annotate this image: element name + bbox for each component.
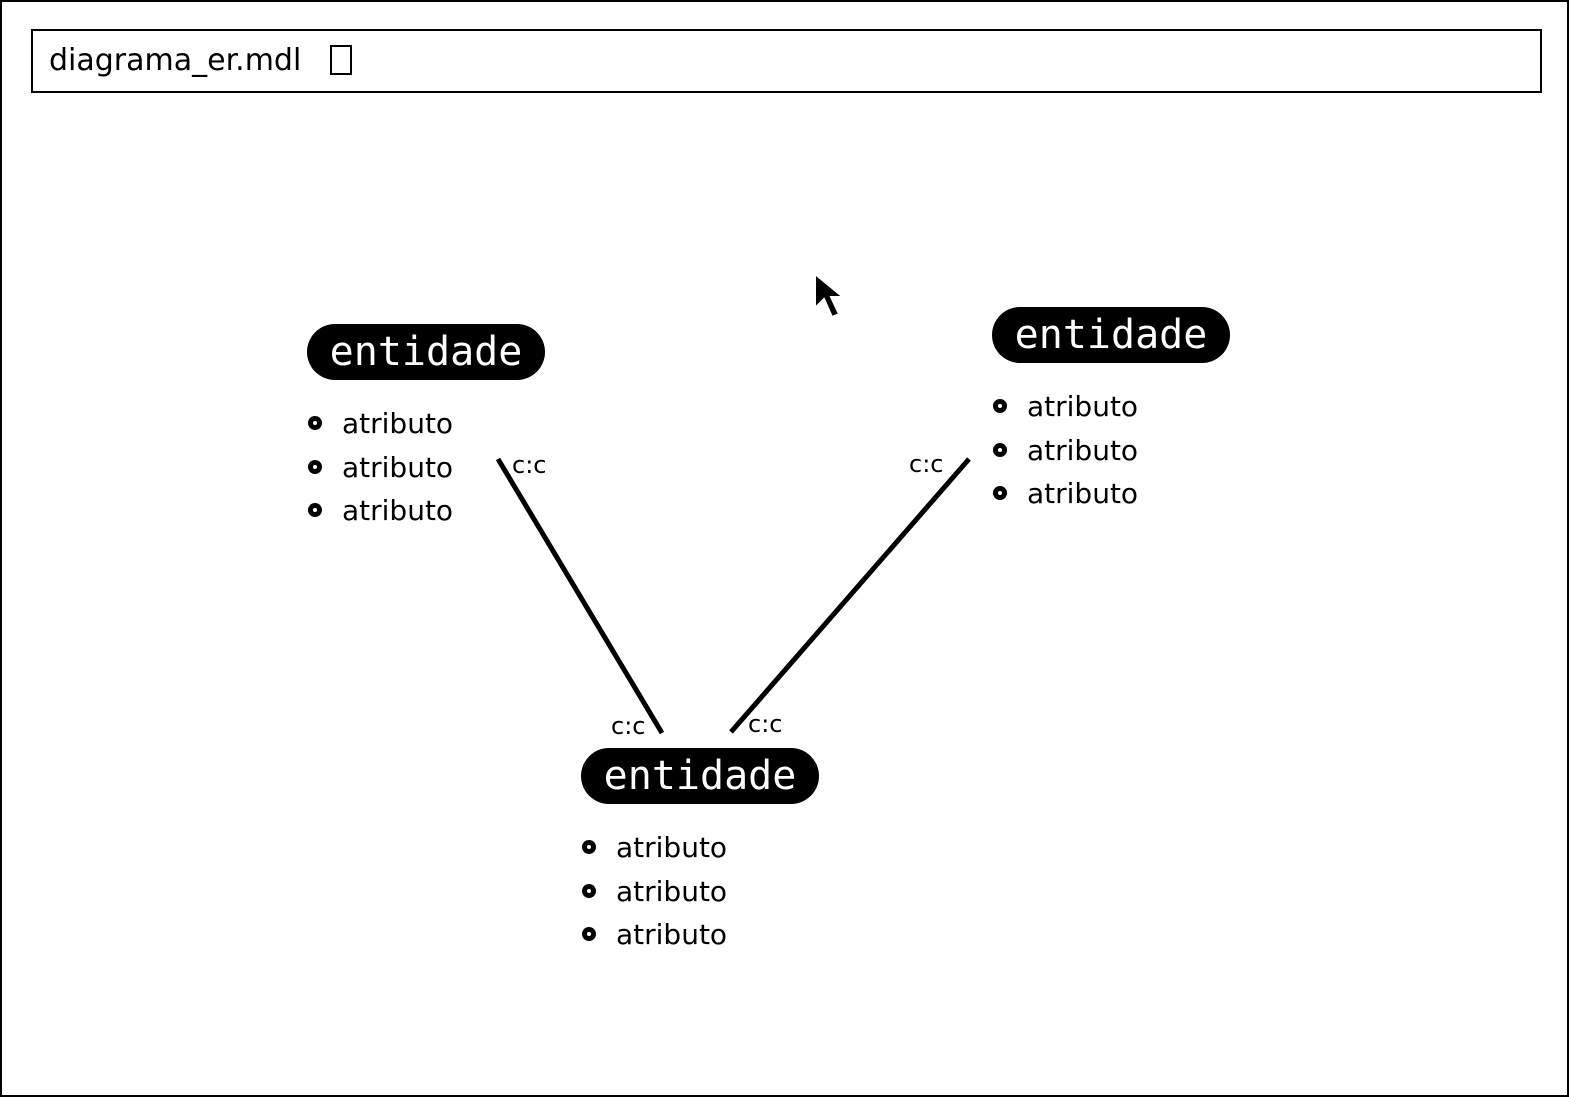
- attribute-label: atributo: [616, 874, 728, 908]
- attribute-item[interactable]: atributo: [992, 385, 1230, 429]
- attribute-bullet-icon: [582, 927, 596, 941]
- attribute-bullet-icon: [582, 840, 596, 854]
- entity-bottom[interactable]: entidade atributo atributo atributo: [581, 748, 819, 957]
- mouse-pointer-icon: [814, 272, 846, 319]
- attribute-label: atributo: [616, 831, 728, 864]
- attribute-bullet-icon: [993, 442, 1007, 457]
- title-bar: diagrama_er.mdl: [31, 29, 1542, 93]
- attribute-label: atributo: [342, 494, 454, 527]
- attribute-bullet-icon: [993, 399, 1007, 413]
- attribute-list: atributo atributo atributo: [307, 402, 545, 533]
- attribute-item[interactable]: atributo: [307, 402, 545, 446]
- cardinality-label: c:c: [748, 710, 783, 738]
- attribute-label: atributo: [342, 407, 454, 440]
- attribute-item[interactable]: atributo: [992, 429, 1230, 473]
- cardinality-label: c:c: [909, 450, 944, 478]
- attribute-bullet-icon: [308, 503, 322, 517]
- entity-name[interactable]: entidade: [307, 324, 545, 380]
- attribute-label: atributo: [342, 450, 454, 484]
- attribute-list: atributo atributo atributo: [992, 385, 1230, 516]
- attribute-label: atributo: [1027, 390, 1139, 423]
- window-title: diagrama_er.mdl: [49, 43, 302, 78]
- cardinality-label: c:c: [611, 712, 646, 740]
- cursor-box-icon: [330, 45, 352, 75]
- attribute-label: atributo: [1027, 477, 1139, 510]
- attribute-item[interactable]: atributo: [581, 913, 819, 957]
- attribute-bullet-icon: [308, 416, 322, 430]
- cardinality-label: c:c: [512, 451, 547, 479]
- attribute-list: atributo atributo atributo: [581, 826, 819, 957]
- attribute-bullet-icon: [308, 459, 322, 474]
- entity-right[interactable]: entidade atributo atributo atributo: [992, 307, 1230, 516]
- entity-left[interactable]: entidade atributo atributo atributo: [307, 324, 545, 533]
- attribute-label: atributo: [1027, 433, 1139, 467]
- relationship-line-left: [495, 457, 665, 735]
- attribute-item[interactable]: atributo: [307, 446, 545, 490]
- attribute-bullet-icon: [582, 883, 596, 898]
- entity-name[interactable]: entidade: [581, 748, 819, 804]
- attribute-label: atributo: [616, 918, 728, 951]
- attribute-item[interactable]: atributo: [581, 870, 819, 914]
- attribute-bullet-icon: [993, 486, 1007, 500]
- relationship-line-right: [729, 457, 971, 734]
- attribute-item[interactable]: atributo: [581, 826, 819, 870]
- attribute-item[interactable]: atributo: [307, 489, 545, 533]
- attribute-item[interactable]: atributo: [992, 472, 1230, 516]
- entity-name[interactable]: entidade: [992, 307, 1230, 363]
